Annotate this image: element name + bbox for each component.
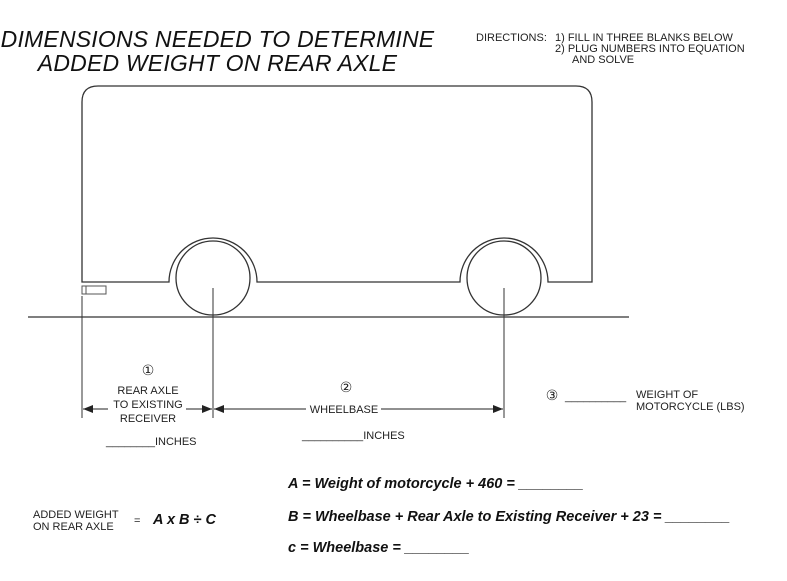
formula-equals: = bbox=[134, 515, 141, 527]
directions-step-2: 2) PLUG NUMBERS INTO EQUATION bbox=[555, 43, 745, 55]
dimension-3-marker: ③ bbox=[545, 387, 559, 403]
directions-step-2-cont: AND SOLVE bbox=[572, 54, 635, 66]
receiver-hitch bbox=[81, 285, 107, 295]
dimension-1-label-line-2: TO EXISTING bbox=[113, 399, 183, 411]
formula-left-line-2: ON REAR AXLE bbox=[33, 521, 114, 533]
dimension-1-unit: INCHES bbox=[154, 436, 197, 448]
dimension-3-label-line-2: MOTORCYCLE (LBS) bbox=[636, 401, 745, 413]
formula-expression: A x B ÷ C bbox=[153, 512, 217, 528]
dimension-2-unit: INCHES bbox=[363, 430, 405, 442]
dimension-1-label-line-3: RECEIVER bbox=[119, 413, 177, 425]
equation-b: B = Wheelbase + Rear Axle to Existing Re… bbox=[288, 509, 730, 525]
dimension-2-marker: ② bbox=[339, 379, 353, 395]
title-line-1: DIMENSIONS NEEDED TO DETERMINE bbox=[0, 26, 435, 52]
dimension-2-blank-line[interactable]: __________ bbox=[302, 430, 364, 442]
equation-a: A = Weight of motorcycle + 460 = _______… bbox=[288, 476, 584, 492]
equation-c: c = Wheelbase = ________ bbox=[288, 540, 470, 556]
directions-step-1: 1) FILL IN THREE BLANKS BELOW bbox=[555, 32, 733, 44]
vehicle-body-outline bbox=[81, 85, 593, 283]
dimension-1-label: REAR AXLE TO EXISTING RECEIVER bbox=[104, 384, 192, 426]
directions-label: DIRECTIONS: bbox=[476, 32, 547, 44]
title-line-2: ADDED WEIGHT ON REAR AXLE bbox=[37, 50, 398, 76]
dimension-1-marker: ① bbox=[141, 362, 155, 378]
dimension-3-label: WEIGHT OF MOTORCYCLE (LBS) bbox=[636, 389, 745, 413]
dimension-1-blank-line[interactable]: ________ bbox=[106, 436, 155, 448]
dimension-1-label-line-1: REAR AXLE bbox=[117, 385, 179, 397]
dimension-1-blank[interactable]: ________INCHES bbox=[106, 435, 197, 449]
formula-left-line-1: ADDED WEIGHT bbox=[33, 509, 119, 521]
dimension-2-blank[interactable]: __________INCHES bbox=[302, 429, 405, 443]
dimension-2-label: WHEELBASE bbox=[309, 404, 379, 416]
dimension-3-label-line-1: WEIGHT OF bbox=[636, 389, 699, 401]
formula-left-label: ADDED WEIGHT ON REAR AXLE bbox=[33, 509, 119, 533]
page-title: DIMENSIONS NEEDED TO DETERMINE ADDED WEI… bbox=[0, 27, 435, 75]
dimension-3-blank[interactable]: __________ bbox=[565, 391, 627, 403]
